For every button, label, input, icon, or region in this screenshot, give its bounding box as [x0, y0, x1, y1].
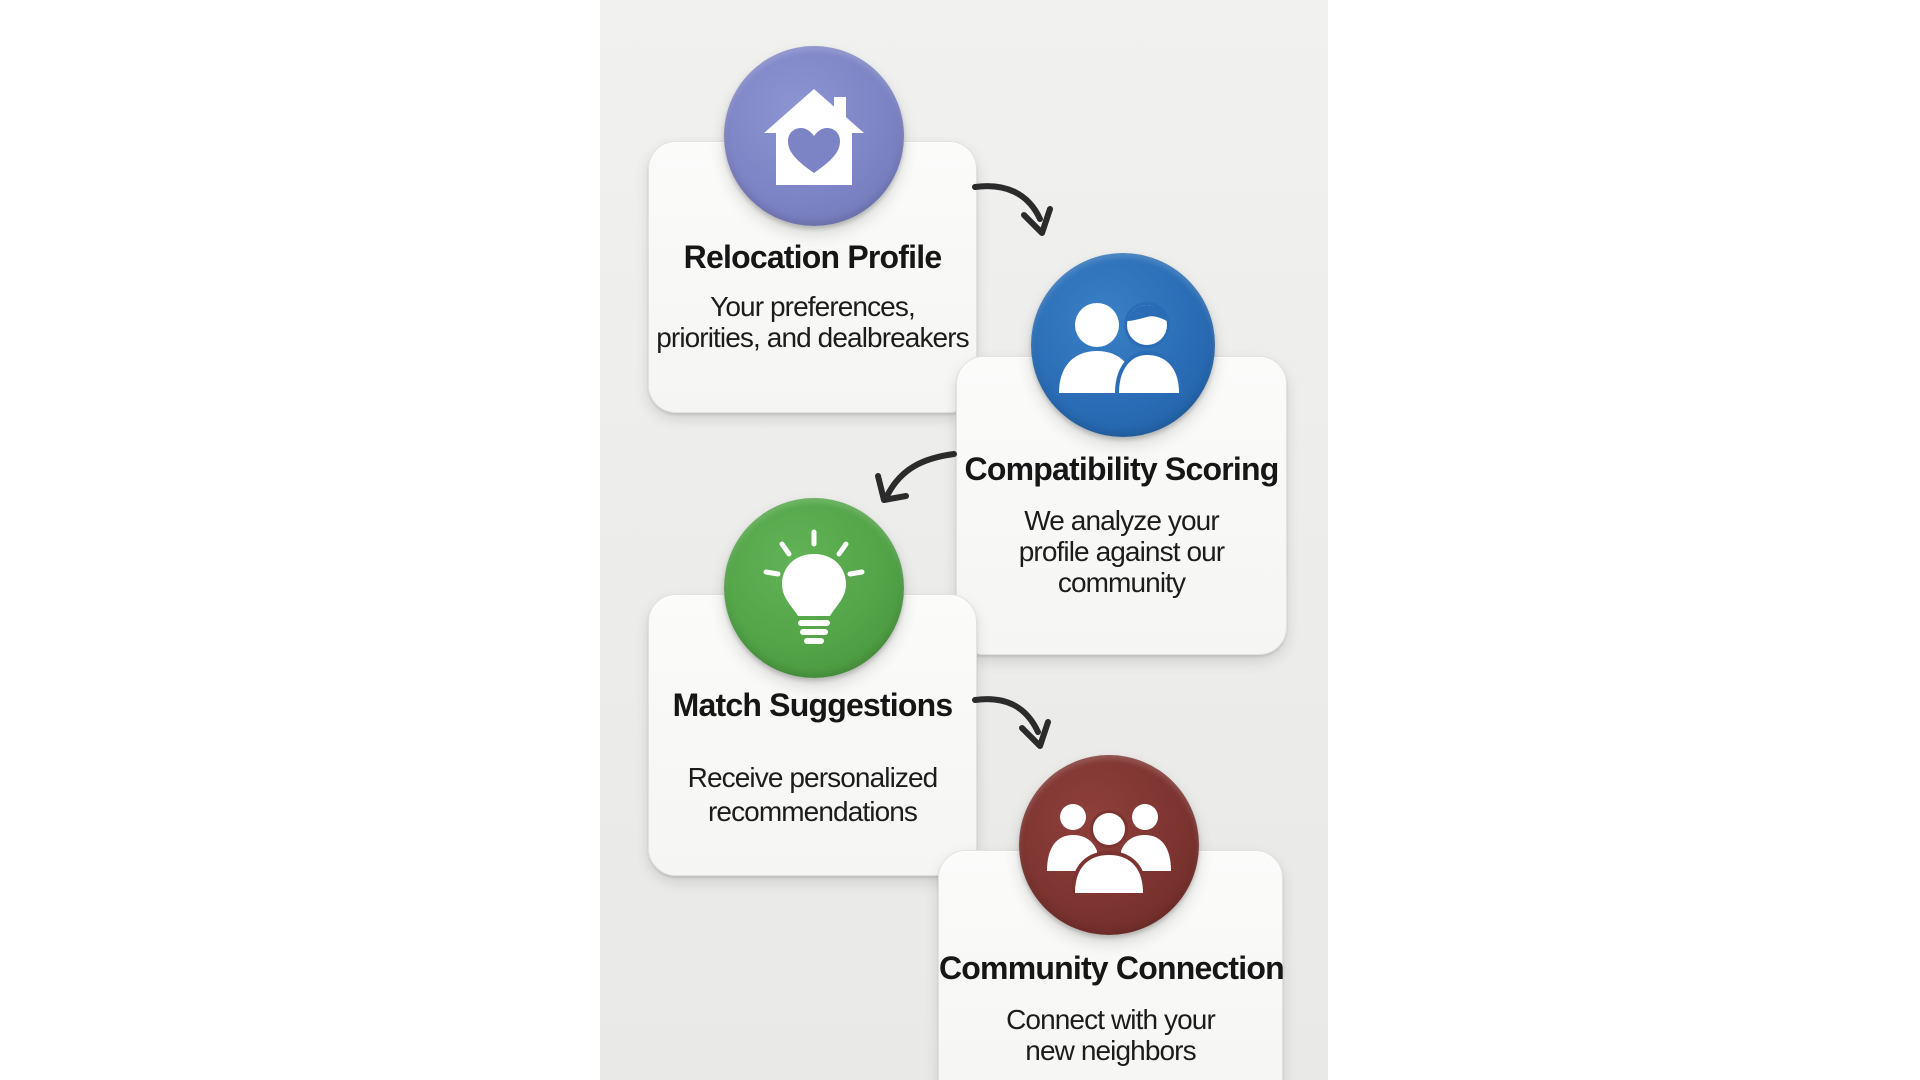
step-description-line: Connect with your [1006, 1004, 1216, 1035]
arrow-step1-to-step2 [972, 183, 1053, 236]
lightbulb-icon-circle [724, 498, 904, 678]
step-description: Your preferences, priorities, and dealbr… [649, 291, 976, 353]
step-description-line: profile against our [1018, 536, 1225, 567]
step-description-line: Receive personalized [687, 762, 939, 793]
step-description: Receive personalized recommendations [649, 761, 976, 829]
step-title: Compatibility Scoring [964, 451, 1280, 487]
house-heart-icon [764, 89, 864, 185]
flow-panel: Relocation Profile Your preferences, pri… [600, 0, 1328, 1080]
arrow-step2-to-step3 [875, 451, 957, 503]
house-heart-icon-circle [724, 46, 904, 226]
two-people-icon [1059, 302, 1183, 393]
step-description-line: community [1057, 567, 1186, 598]
arrow-step3-to-step4 [972, 696, 1051, 749]
step-description: Connect with your new neighbors [939, 1004, 1282, 1066]
lightbulb-icon [763, 529, 865, 644]
step-title: Relocation Profile [683, 239, 942, 275]
step-description-line: recommendations [707, 796, 918, 827]
step-title: Match Suggestions [672, 687, 954, 723]
step-description-line: priorities, and dealbreakers [656, 322, 969, 353]
step-description-line: We analyze your [1024, 505, 1219, 536]
step-description-line: new neighbors [1025, 1035, 1196, 1066]
group-people-icon [1047, 804, 1171, 893]
step-description: We analyze your profile against our comm… [957, 505, 1286, 598]
group-people-icon-circle [1019, 755, 1199, 935]
step-description-line: Your preferences, [710, 291, 916, 322]
step-card-community-connection: Community Connection Connect with your n… [938, 850, 1285, 1080]
step-title: Community Connection [939, 950, 1285, 986]
two-people-icon-circle [1031, 253, 1215, 437]
